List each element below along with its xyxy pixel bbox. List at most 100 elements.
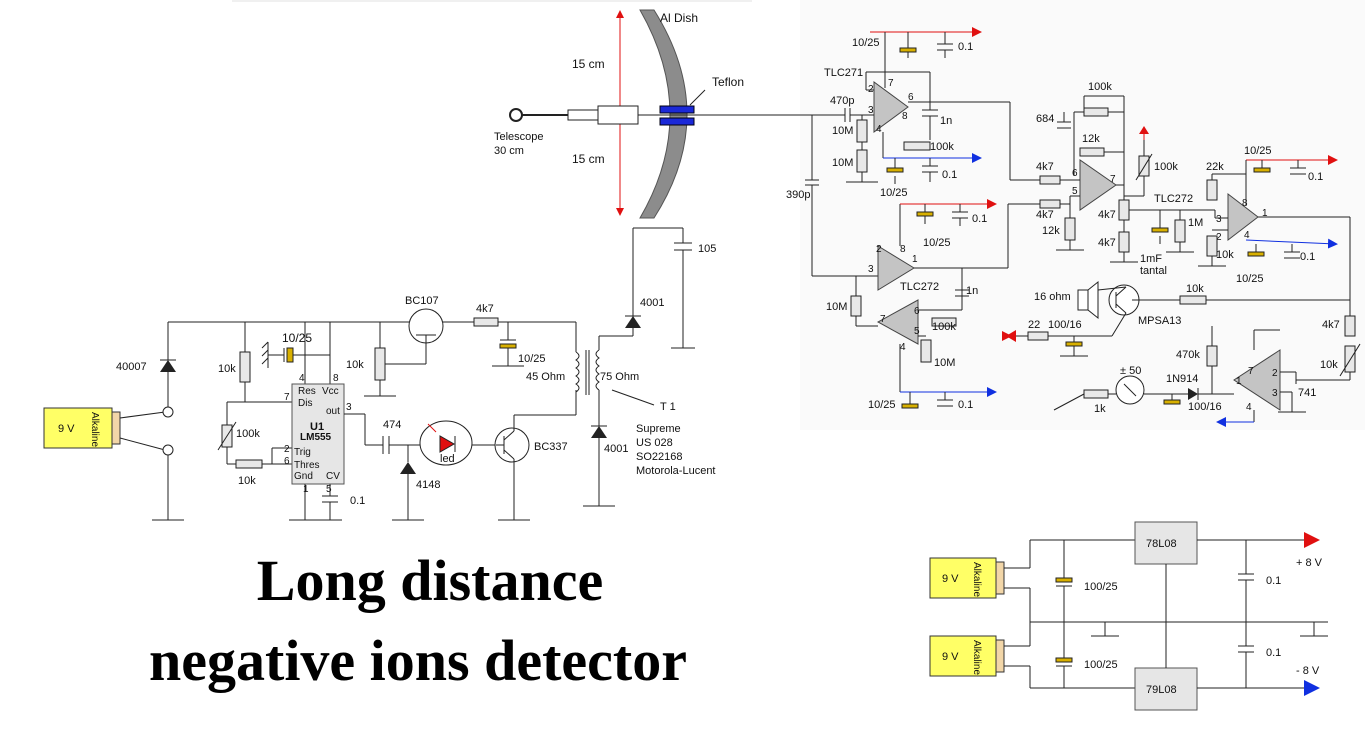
svg-text:Supreme: Supreme <box>636 423 681 435</box>
svg-text:4k7: 4k7 <box>1098 209 1116 221</box>
svg-text:1: 1 <box>1236 376 1242 387</box>
svg-text:10/25: 10/25 <box>1244 145 1272 157</box>
title-line-1: Long distance <box>257 548 603 613</box>
svg-text:10M: 10M <box>934 357 955 369</box>
svg-text:4k7: 4k7 <box>1036 161 1054 173</box>
svg-text:8: 8 <box>902 111 908 122</box>
svg-text:4148: 4148 <box>416 479 440 491</box>
svg-text:BC337: BC337 <box>534 441 568 453</box>
svg-text:9 V: 9 V <box>58 423 75 435</box>
svg-text:22k: 22k <box>1206 161 1224 173</box>
svg-text:3: 3 <box>868 105 874 116</box>
svg-text:4k7: 4k7 <box>1322 319 1340 331</box>
svg-text:100/16: 100/16 <box>1188 401 1222 413</box>
svg-text:75 Ohm: 75 Ohm <box>600 371 639 383</box>
svg-text:BC107: BC107 <box>405 295 439 307</box>
svg-text:Alkaline: Alkaline <box>971 562 982 597</box>
svg-text:4k7: 4k7 <box>1036 209 1054 221</box>
dim-upper: 15 cm <box>572 57 605 71</box>
cap-105: 105 <box>698 243 716 255</box>
svg-text:10/25: 10/25 <box>518 353 546 365</box>
svg-text:0.1: 0.1 <box>1300 251 1315 263</box>
battery-9v <box>43 407 113 449</box>
regulator-78l08 <box>1134 521 1198 565</box>
svg-text:22: 22 <box>1028 319 1040 331</box>
svg-text:6: 6 <box>1072 168 1078 179</box>
svg-text:0.1: 0.1 <box>1308 171 1323 183</box>
svg-text:10k: 10k <box>346 359 364 371</box>
svg-text:1: 1 <box>303 484 309 495</box>
svg-text:8: 8 <box>900 244 906 255</box>
dim-lower: 15 cm <box>572 152 605 166</box>
speaker-icon <box>1087 280 1099 320</box>
svg-text:0.1: 0.1 <box>942 169 957 181</box>
al-dish <box>639 9 688 219</box>
svg-text:2: 2 <box>1272 368 1278 379</box>
svg-text:1n: 1n <box>940 115 952 127</box>
svg-text:T 1: T 1 <box>660 401 676 413</box>
svg-text:4: 4 <box>876 124 882 135</box>
svg-text:12k: 12k <box>1082 133 1100 145</box>
svg-text:1: 1 <box>912 254 918 265</box>
svg-text:0.1: 0.1 <box>958 399 973 411</box>
svg-text:SO22168: SO22168 <box>636 451 682 463</box>
svg-text:5: 5 <box>1072 186 1078 197</box>
svg-text:100k: 100k <box>236 428 260 440</box>
svg-text:100/25: 100/25 <box>1084 659 1118 671</box>
svg-text:470k: 470k <box>1176 349 1200 361</box>
svg-text:0.1: 0.1 <box>1266 647 1281 659</box>
svg-text:2: 2 <box>876 244 882 255</box>
svg-text:0.1: 0.1 <box>1266 575 1281 587</box>
svg-text:1N914: 1N914 <box>1166 373 1198 385</box>
teflon-insulator <box>659 105 695 114</box>
battery-9v-bottom <box>929 635 997 677</box>
svg-text:78L08: 78L08 <box>1146 538 1177 550</box>
svg-text:5: 5 <box>326 484 332 495</box>
svg-text:8: 8 <box>1242 198 1248 209</box>
svg-text:± 50: ± 50 <box>1120 365 1141 377</box>
amplifier-section: 10/25 0.1 TLC271 7 2 3 6 4 8 470p 10M 10… <box>786 27 1361 427</box>
svg-text:US 028: US 028 <box>636 437 673 449</box>
svg-text:10/25: 10/25 <box>1236 273 1264 285</box>
svg-text:3: 3 <box>346 402 352 413</box>
led-icon <box>439 435 456 453</box>
svg-text:100k: 100k <box>930 141 954 153</box>
svg-text:9 V: 9 V <box>942 573 959 585</box>
svg-text:10M: 10M <box>826 301 847 313</box>
svg-text:7: 7 <box>284 392 290 403</box>
svg-text:10/25: 10/25 <box>923 237 951 249</box>
svg-text:led: led <box>440 453 455 465</box>
svg-text:4k7: 4k7 <box>476 303 494 315</box>
svg-text:45 Ohm: 45 Ohm <box>526 371 565 383</box>
ic-lm555 <box>291 383 345 485</box>
opamp-stage-3 <box>1227 192 1259 242</box>
svg-text:Alkaline: Alkaline <box>89 412 100 447</box>
svg-text:10/25: 10/25 <box>868 399 896 411</box>
svg-text:10k: 10k <box>1320 359 1338 371</box>
svg-text:Motorola-Lucent: Motorola-Lucent <box>636 465 716 477</box>
svg-text:3: 3 <box>868 264 874 275</box>
antenna-section: Al Dish 15 cm 15 cm Teflon Telescope 30 … <box>494 9 812 349</box>
svg-text:474: 474 <box>383 419 401 431</box>
svg-text:100k: 100k <box>932 321 956 333</box>
svg-text:tantal: tantal <box>1140 265 1167 277</box>
svg-text:Res: Res <box>298 386 316 397</box>
svg-text:LM555: LM555 <box>300 432 332 443</box>
svg-text:390p: 390p <box>786 189 810 201</box>
svg-text:16 ohm: 16 ohm <box>1034 291 1071 303</box>
svg-text:10k: 10k <box>1216 249 1234 261</box>
svg-text:7: 7 <box>1110 174 1116 185</box>
svg-text:10/25: 10/25 <box>282 331 312 345</box>
svg-text:6: 6 <box>284 456 290 467</box>
svg-text:8: 8 <box>333 373 339 384</box>
svg-text:0.1: 0.1 <box>958 41 973 53</box>
teflon-label: Teflon <box>712 75 744 89</box>
svg-text:1mF: 1mF <box>1140 253 1162 265</box>
opamp-tlc272-a <box>877 245 915 291</box>
svg-text:+ 8 V: + 8 V <box>1296 557 1323 569</box>
svg-text:30 cm: 30 cm <box>494 145 524 157</box>
title-line-2: negative ions detector <box>149 628 687 693</box>
svg-text:100/25: 100/25 <box>1084 581 1118 593</box>
regulator-79l08 <box>1134 667 1198 711</box>
